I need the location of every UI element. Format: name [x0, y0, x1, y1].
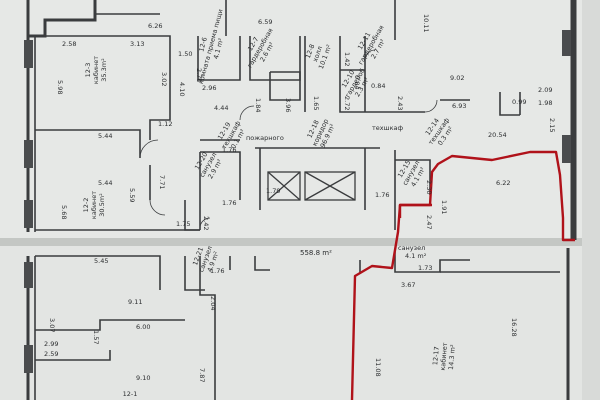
dimension-label: 1.50	[178, 50, 192, 58]
room-number: 12-1	[123, 390, 138, 398]
dimension-label: 3.07	[48, 318, 56, 332]
dimension-label: 0.99	[512, 98, 526, 106]
dimension-label: 1.84	[254, 98, 262, 112]
dimension-label: 2.59	[44, 350, 58, 358]
dimension-label: 2.30	[425, 180, 433, 194]
dimension-label: 7.87	[198, 368, 206, 382]
dimension-label: 2.58	[62, 40, 76, 48]
dimension-label: 3.02	[160, 72, 168, 86]
room-number: 12-2	[82, 198, 90, 213]
dimension-label: 9.10	[136, 374, 150, 382]
room-area: 35.3m²	[100, 58, 108, 82]
dimension-label: 16.28	[510, 318, 518, 337]
dimension-label: 20.54	[488, 131, 507, 139]
dimension-label: 1.76	[375, 191, 389, 199]
room-area: 30.5m²	[98, 193, 106, 217]
dimension-labels: 6.26 6.59 10.11 2.58 3.13 1.50 2.70 3.02 4.10 5.9…	[44, 14, 556, 382]
paper-sheet-bottom	[0, 244, 600, 400]
highlight-boundary	[350, 150, 575, 400]
dimension-label: 2.43	[396, 96, 404, 110]
dimension-label: 2.72	[343, 96, 351, 110]
dimension-label: 4.10	[178, 82, 186, 96]
dimension-label: 1.57	[92, 330, 100, 344]
dimension-label: 10.11	[422, 14, 430, 33]
dimension-label: 5.44	[98, 132, 112, 140]
dimension-label: 1.76	[222, 199, 236, 207]
label-sanuzel-area-bottom: 4.1 m²	[405, 252, 427, 260]
dimension-label: 1.79	[266, 187, 280, 195]
dimension-label: 1.76	[210, 267, 224, 275]
interior-walls-bottom	[34, 250, 560, 400]
dimension-label: 1.12	[158, 120, 172, 128]
dimension-label: 1.75	[176, 220, 190, 228]
room-name: кабинет	[90, 191, 98, 219]
room-number: 12-6	[197, 36, 209, 52]
dimension-label: 1.73	[418, 264, 432, 272]
dimension-label: 6.93	[452, 102, 466, 110]
dimension-label: 5.45	[94, 257, 108, 265]
dimension-label: 2.96	[202, 84, 216, 92]
interior-walls-top	[34, 0, 521, 232]
room-number: 12-3	[84, 63, 92, 78]
room-number: 12-17	[431, 346, 441, 366]
dimension-label: 6.59	[258, 18, 272, 26]
dimension-label: 1.98	[538, 99, 552, 107]
dimension-label: 1.65	[312, 96, 320, 110]
dimension-label: 2.04	[209, 296, 217, 310]
dimension-label: 2.70	[195, 68, 203, 82]
elevator-shafts	[267, 171, 356, 201]
dimension-label: 6.22	[496, 179, 510, 187]
room-name: кабинет	[92, 56, 100, 84]
dimension-label: 6.26	[148, 22, 162, 30]
dimension-label: 2.99	[44, 340, 58, 348]
dimension-label: 7.71	[158, 175, 166, 189]
dimension-label: 1.42	[343, 52, 351, 66]
room-label: 12-1	[123, 390, 138, 398]
room-area: 14.3 m²	[447, 344, 457, 370]
label-pozharny: пожарного	[246, 134, 284, 142]
label-total-area: 558.8 m²	[300, 249, 332, 257]
label-sanuzel-bottom: санузел	[398, 244, 425, 252]
dimension-label: 11.08	[374, 358, 382, 377]
dimension-label: 1.76	[222, 146, 236, 154]
dimension-label: 2.42	[202, 216, 210, 230]
dimension-label: 2.15	[548, 118, 556, 132]
dimension-label: 2.09	[538, 86, 552, 94]
dimension-label: 3.13	[130, 40, 144, 48]
dimension-label: 9.11	[128, 298, 142, 306]
dimension-label: 5.59	[128, 188, 136, 202]
dimension-label: 0.84	[371, 82, 385, 90]
dimension-label: 4.44	[214, 104, 228, 112]
dimension-label: 1.91	[440, 200, 448, 214]
dimension-label: 3.96	[284, 98, 292, 112]
dimension-label: 2.47	[425, 215, 433, 229]
paper-fold-shadow	[0, 238, 600, 246]
room-name: кабинет	[439, 342, 449, 371]
label-tekhshkaf: техшкаф	[372, 124, 403, 132]
dimension-label: 3.67	[401, 281, 415, 289]
dimension-label: 0.84	[353, 75, 361, 89]
dimension-label: 5.98	[56, 80, 64, 94]
dimension-label: 5.68	[60, 205, 68, 219]
dimension-label: 6.00	[136, 323, 150, 331]
dimension-label: 9.02	[450, 74, 464, 82]
right-edge-shadow	[582, 0, 600, 400]
dimension-label: 5.44	[98, 179, 112, 187]
columns	[24, 30, 571, 373]
door-swings	[139, 49, 438, 229]
